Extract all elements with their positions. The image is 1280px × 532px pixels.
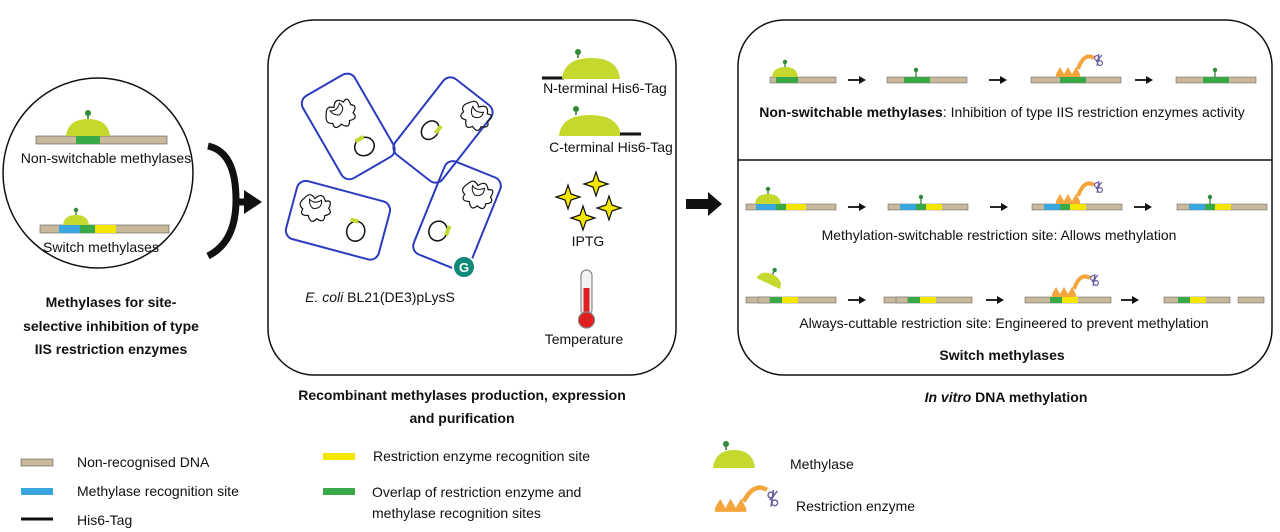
legend-swatch-dna bbox=[20, 458, 54, 467]
switch-dna bbox=[39, 207, 170, 234]
process-arrow bbox=[686, 192, 722, 216]
row-always-cuttable: Always-cuttable restriction site: Engine… bbox=[745, 261, 1265, 331]
step-arrow bbox=[847, 295, 867, 305]
switch-methylases-label: Switch methylases bbox=[939, 347, 1064, 363]
bacterial-cell bbox=[284, 179, 392, 261]
iptg-label: IPTG bbox=[572, 233, 605, 249]
legend-his-tag: His6-Tag bbox=[77, 512, 132, 528]
dna-strand bbox=[745, 186, 837, 211]
row-non-switchable: Non-switchable methylases: Inhibition of… bbox=[759, 52, 1257, 120]
expression-box bbox=[267, 19, 677, 376]
in-vitro-box bbox=[737, 19, 1273, 376]
legend-swatch-methylase-site bbox=[21, 488, 53, 495]
legend-swatch-overlap bbox=[323, 488, 355, 495]
restriction-enzyme-icon bbox=[1050, 272, 1101, 299]
dna-strand bbox=[1175, 67, 1257, 84]
dna-strand bbox=[1031, 179, 1123, 211]
step-arrow bbox=[988, 75, 1008, 85]
dna-strand bbox=[886, 67, 968, 84]
bacterial-cell bbox=[412, 160, 502, 272]
dna-strand bbox=[769, 59, 837, 84]
dna-strand bbox=[745, 261, 837, 304]
step-arrow bbox=[847, 75, 867, 85]
bacterial-cell bbox=[300, 72, 396, 181]
legend-overlap-line1: Overlap of restriction enzyme and bbox=[372, 484, 581, 500]
dna-strand bbox=[1030, 52, 1122, 84]
restriction-enzyme-icon bbox=[1054, 179, 1105, 206]
bacterial-cell bbox=[392, 76, 494, 184]
methylase-icon bbox=[771, 59, 799, 78]
g-badge: G bbox=[452, 255, 476, 279]
non-switchable-label: Non-switchable methylases bbox=[21, 150, 191, 166]
row2-description: Methylation-switchable restriction site:… bbox=[822, 227, 1177, 243]
legend-overlap-line2: methylase recognition sites bbox=[372, 505, 541, 521]
legend-restriction-enzyme: Restriction enzyme bbox=[796, 498, 915, 514]
legend-methylase-icon bbox=[713, 441, 755, 468]
middle-panel: G E. coli BL21(DE3)pLysS N-terminal His6… bbox=[267, 19, 677, 426]
n-terminal-label: N-terminal His6-Tag bbox=[543, 80, 667, 96]
step-arrow bbox=[1133, 202, 1153, 212]
right-caption: In vitro DNA methylation bbox=[925, 389, 1088, 405]
dna-strand bbox=[887, 194, 969, 211]
dna-strand bbox=[883, 296, 973, 304]
g-badge-letter: G bbox=[459, 260, 469, 275]
row3-description: Always-cuttable restriction site: Engine… bbox=[799, 315, 1208, 331]
step-arrow bbox=[1120, 295, 1140, 305]
dna-strand-cut bbox=[1163, 296, 1265, 304]
temperature-label: Temperature bbox=[545, 331, 624, 347]
step-arrow bbox=[1134, 75, 1154, 85]
switch-label: Switch methylases bbox=[43, 239, 159, 255]
legend-methylase: Methylase bbox=[790, 456, 854, 472]
left-panel: Non-switchable methylases Switch methyla… bbox=[2, 77, 199, 357]
step-arrow bbox=[989, 202, 1009, 212]
legend-non-recognised: Non-recognised DNA bbox=[77, 454, 210, 470]
legend-methylase-site: Methylase recognition site bbox=[77, 483, 239, 499]
middle-caption-line2: and purification bbox=[410, 410, 515, 426]
methylase-icon bbox=[62, 207, 90, 226]
dna-strand bbox=[1176, 194, 1268, 211]
legend: Non-recognised DNA Methylase recognition… bbox=[20, 441, 915, 528]
methylase-icon bbox=[755, 261, 788, 290]
left-caption-line2: selective inhibition of type bbox=[23, 318, 199, 334]
methylase-types-circle bbox=[2, 77, 194, 269]
methylase-icon bbox=[65, 109, 111, 137]
dna-strand bbox=[1024, 272, 1112, 304]
iptg-icon bbox=[555, 171, 622, 231]
middle-caption-line1: Recombinant methylases production, expre… bbox=[298, 387, 626, 403]
row1-description: Non-switchable methylases: Inhibition of… bbox=[759, 104, 1245, 120]
n-terminal-tag-icon bbox=[542, 49, 620, 80]
step-arrow bbox=[847, 202, 867, 212]
c-terminal-tag-icon bbox=[559, 106, 641, 136]
step-arrow bbox=[985, 295, 1005, 305]
c-terminal-label: C-terminal His6-Tag bbox=[549, 139, 673, 155]
non-switchable-dna bbox=[35, 109, 168, 145]
legend-swatch-restriction-site bbox=[323, 453, 355, 460]
merge-arrow bbox=[206, 142, 262, 260]
row-methylation-switchable: Methylation-switchable restriction site:… bbox=[745, 179, 1268, 243]
legend-restriction-enzyme-icon bbox=[715, 485, 779, 512]
restriction-enzyme-icon bbox=[1054, 52, 1105, 79]
methylase-icon bbox=[754, 186, 782, 205]
legend-restriction-site: Restriction enzyme recognition site bbox=[373, 448, 590, 464]
strain-label: E. coli BL21(DE3)pLysS bbox=[305, 289, 455, 305]
right-panel: Non-switchable methylases: Inhibition of… bbox=[737, 19, 1273, 405]
left-caption-line3: IIS restriction enzymes bbox=[35, 341, 188, 357]
left-caption-line1: Methylases for site- bbox=[46, 294, 177, 310]
thermometer-icon bbox=[577, 269, 596, 329]
